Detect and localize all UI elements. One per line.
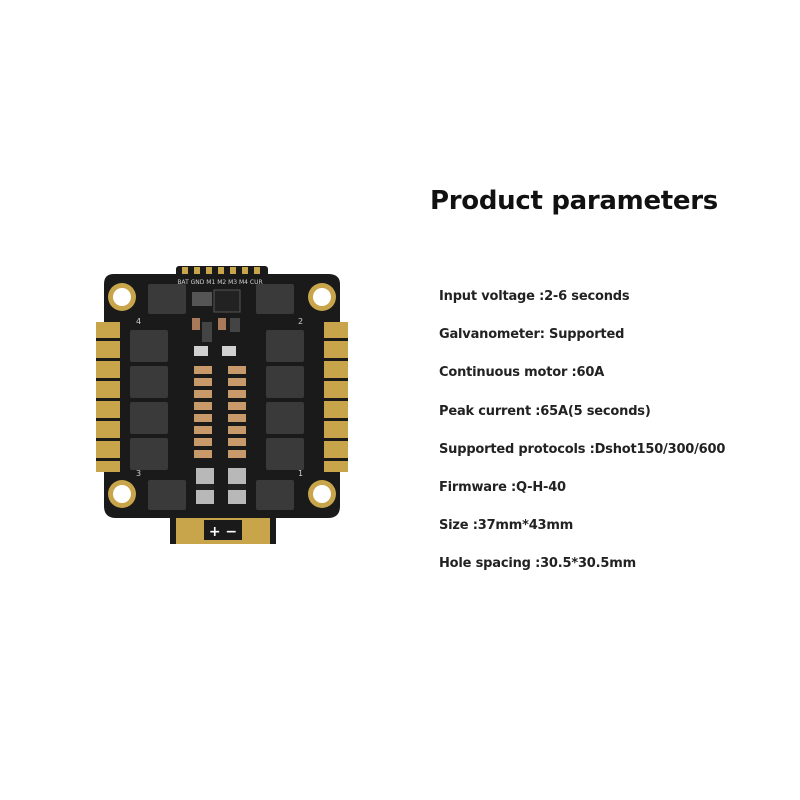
param-firmware: Firmware :Q-H-40 <box>439 479 566 495</box>
left-motor-pads <box>96 322 120 472</box>
current-shunts <box>196 468 246 504</box>
polarity-label: + − <box>209 524 237 540</box>
svg-text:3: 3 <box>136 469 141 478</box>
connector-pins <box>182 267 260 274</box>
svg-text:4: 4 <box>136 317 141 326</box>
small-components <box>192 289 241 356</box>
right-motor-pads <box>324 322 348 472</box>
pad-dividers <box>96 338 348 461</box>
mounting-holes <box>108 283 336 508</box>
svg-text:2: 2 <box>298 317 303 326</box>
param-galvanometer: Galvanometer: Supported <box>439 327 625 343</box>
connector-label-text: BAT GND M1 M2 M3 M4 CUR <box>177 279 262 286</box>
param-input-voltage: Input voltage :2-6 seconds <box>439 289 630 304</box>
motor-number-labels: 4 2 3 1 <box>136 317 303 478</box>
power-pad-label-bg <box>204 520 242 540</box>
esc-board-svg: BAT GND M1 M2 M3 M4 CUR + − <box>96 266 348 544</box>
mosfet-chips <box>130 284 304 510</box>
product-board-image: BAT GND M1 M2 M3 M4 CUR + − <box>96 262 348 552</box>
param-hole-spacing: Hole spacing :30.5*30.5mm <box>439 556 636 572</box>
page-title: Product parameters <box>430 186 718 216</box>
param-continuous-motor: Continuous motor :60A <box>439 365 605 381</box>
param-protocols: Supported protocols :Dshot150/300/600 <box>439 441 726 457</box>
parameter-list: Input voltage :2-6 seconds Galvanometer:… <box>439 287 725 593</box>
svg-text:1: 1 <box>298 469 303 478</box>
capacitor-array <box>194 366 246 458</box>
param-peak-current: Peak current :65A(5 seconds) <box>439 403 651 419</box>
param-size: Size :37mm*43mm <box>439 518 574 534</box>
